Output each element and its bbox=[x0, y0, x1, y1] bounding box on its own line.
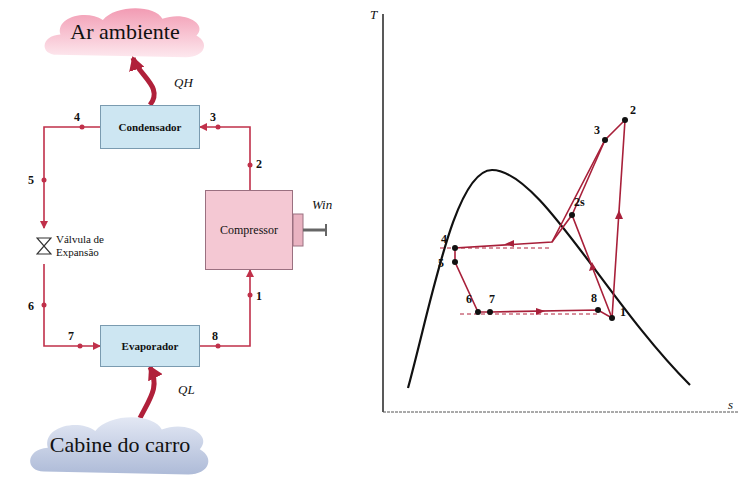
state-number: 5 bbox=[438, 257, 444, 269]
state-number: 7 bbox=[68, 330, 74, 342]
cabin-cloud: Cabine do carro bbox=[25, 410, 215, 480]
refrigerant-pipe bbox=[200, 127, 250, 190]
node-label: Evaporador bbox=[118, 338, 183, 354]
state-number: 3 bbox=[210, 111, 216, 123]
condenser-box: Condensador bbox=[100, 105, 200, 149]
expansion-valve: Válvula de Expansão bbox=[36, 228, 136, 264]
heat-label: QH bbox=[174, 76, 193, 89]
state-number: 7 bbox=[489, 293, 495, 305]
ambient-cloud: Ar ambiente bbox=[40, 2, 210, 62]
state-number: 6 bbox=[28, 300, 34, 312]
heat-label: QL bbox=[178, 383, 195, 396]
state-number: 2 bbox=[256, 158, 262, 170]
state-number: 8 bbox=[591, 292, 597, 304]
node-label: Cabine do carro bbox=[44, 432, 197, 458]
node-label: Condensador bbox=[115, 119, 186, 135]
refrigerant-pipe bbox=[44, 127, 100, 228]
heat-arrow bbox=[140, 367, 154, 418]
state-number: 8 bbox=[212, 330, 218, 342]
work-label: Win bbox=[312, 198, 332, 211]
compressor-box: Compressor bbox=[205, 190, 293, 270]
node-label: Compressor bbox=[220, 223, 278, 238]
node-label: Ar ambiente bbox=[64, 19, 185, 45]
state-number: 2 bbox=[630, 104, 636, 116]
state-number: 6 bbox=[466, 293, 472, 305]
state-number: 3 bbox=[594, 124, 600, 136]
heat-arrow bbox=[133, 58, 154, 105]
state-number: 1 bbox=[256, 290, 262, 302]
state-number: 4 bbox=[74, 111, 80, 123]
refrigerant-pipe bbox=[200, 270, 250, 346]
state-number: 2s bbox=[574, 196, 585, 208]
state-number: 5 bbox=[28, 174, 34, 186]
evaporator-box: Evaporador bbox=[100, 325, 200, 367]
axis-label: s bbox=[728, 398, 733, 411]
state-number: 1 bbox=[620, 306, 626, 318]
ts-diagram bbox=[383, 14, 738, 412]
state-number: 4 bbox=[441, 233, 447, 245]
valve-symbol bbox=[36, 237, 52, 255]
node-label: Válvula de Expansão bbox=[56, 233, 128, 258]
axis-label: T bbox=[370, 8, 377, 21]
refrigerant-pipe bbox=[44, 264, 100, 346]
piston bbox=[293, 214, 326, 246]
